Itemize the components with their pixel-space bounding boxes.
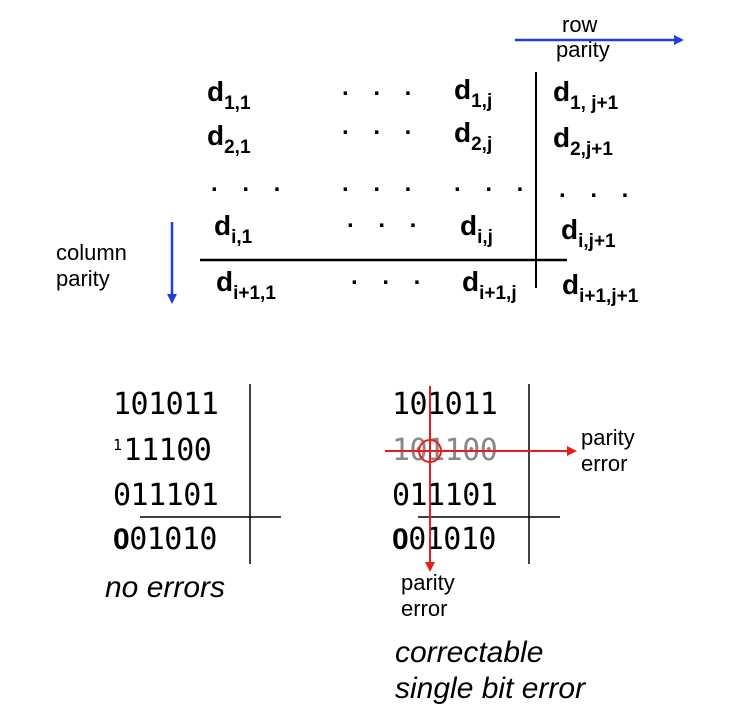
row-parity-error-label: parity error — [581, 425, 635, 476]
cell-d-i-j: di,j — [460, 210, 493, 248]
cell-d-i-j1: di,j+1 — [561, 214, 616, 252]
bit-row: 011101 — [392, 478, 498, 513]
ellipsis: . . . — [351, 263, 430, 290]
cell-d-i1-j: di+1,j — [462, 266, 517, 304]
cell-d-2-j1: d2,j+1 — [553, 122, 613, 160]
bit-row: 001010 — [113, 522, 217, 557]
cell-d-2-j: d2,j — [454, 117, 493, 155]
ellipsis: . . . — [342, 74, 421, 101]
no-errors-caption: no errors — [105, 571, 226, 604]
ellipsis: . . . — [347, 206, 426, 233]
bit-row: 101011 — [392, 387, 498, 422]
correctable-caption: correctable single bit error — [395, 636, 586, 705]
ellipsis: . . . — [211, 170, 290, 197]
ellipsis: . . . — [342, 170, 421, 197]
ellipsis: . . . — [342, 113, 421, 140]
cell-d-2-1: d2,1 — [207, 120, 251, 158]
error-bit-circle — [418, 439, 442, 463]
column-parity-label: column parity — [56, 240, 127, 291]
ellipsis: . . . — [454, 170, 533, 197]
cell-d-1-j1: d1, j+1 — [553, 76, 619, 114]
ellipsis: . . . — [559, 176, 638, 203]
cell-d-1-j: d1,j — [454, 74, 493, 112]
bit-row: 101011 — [113, 387, 219, 422]
column-parity-error-label: parity error — [401, 570, 455, 621]
cell-d-i1-1: di+1,1 — [216, 266, 276, 304]
bit-row: 001010 — [392, 522, 496, 557]
cell-d-i-1: di,1 — [214, 210, 253, 248]
bit-row: 011101 — [113, 478, 219, 513]
cell-d-i1-j1: di+1,j+1 — [562, 269, 639, 307]
bit-row: 111100 — [113, 433, 212, 468]
cell-d-1-1: d1,1 — [207, 76, 251, 114]
